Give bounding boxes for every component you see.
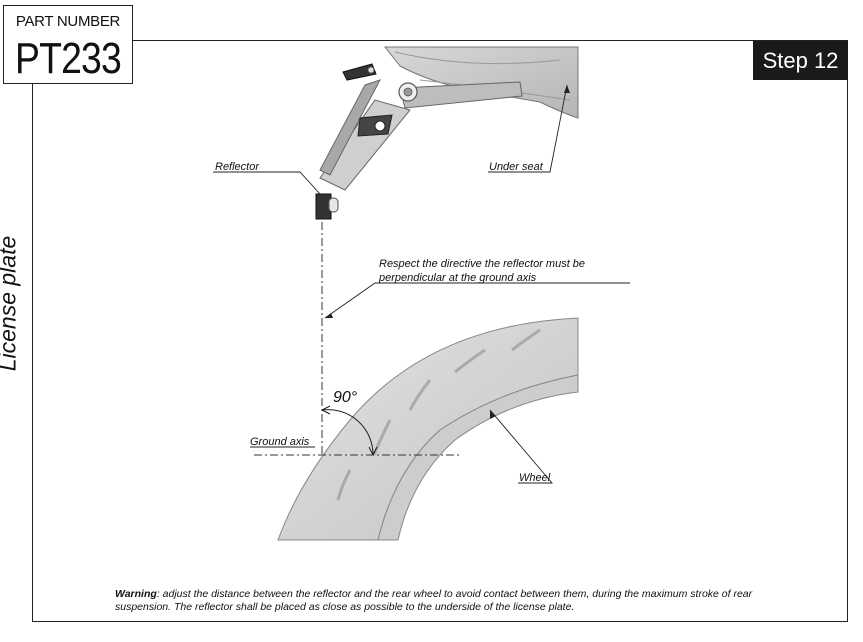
- under-seat-callout: Under seat: [489, 161, 544, 173]
- ground-axis-callout: Ground axis: [250, 436, 310, 448]
- diagram-frame: [32, 40, 848, 622]
- wheel-callout: Wheel: [519, 472, 551, 484]
- leader-lines: [213, 84, 630, 484]
- directive-arrowhead: [325, 313, 333, 318]
- angle-arrow-top: [321, 405, 331, 415]
- wheel-tire: [277, 317, 579, 541]
- warning-prefix: Warning: [115, 588, 157, 600]
- reflector-callout: Reflector: [215, 161, 260, 173]
- license-plate-bracket: [319, 63, 523, 191]
- angle-arrow: [368, 446, 378, 456]
- angle-callout: 90°: [333, 389, 358, 406]
- warning-text: : adjust the distance between the reflec…: [115, 588, 753, 613]
- step-badge: Step 12: [753, 41, 848, 80]
- reflector: [315, 193, 339, 220]
- directive-callout-line1: Respect the directive the reflector must…: [379, 258, 585, 270]
- wheel-arrowhead: [490, 410, 496, 419]
- angle-arc: [321, 409, 374, 456]
- part-number-label: PART NUMBER: [15, 13, 121, 30]
- part-number-code: PT233: [15, 34, 122, 83]
- directive-callout-line2: perpendicular at the ground axis: [378, 272, 537, 284]
- part-number-box: PART NUMBER PT233: [3, 5, 133, 84]
- warning-note: Warning: adjust the distance between the…: [115, 588, 805, 614]
- under-seat-arrowhead: [564, 85, 570, 93]
